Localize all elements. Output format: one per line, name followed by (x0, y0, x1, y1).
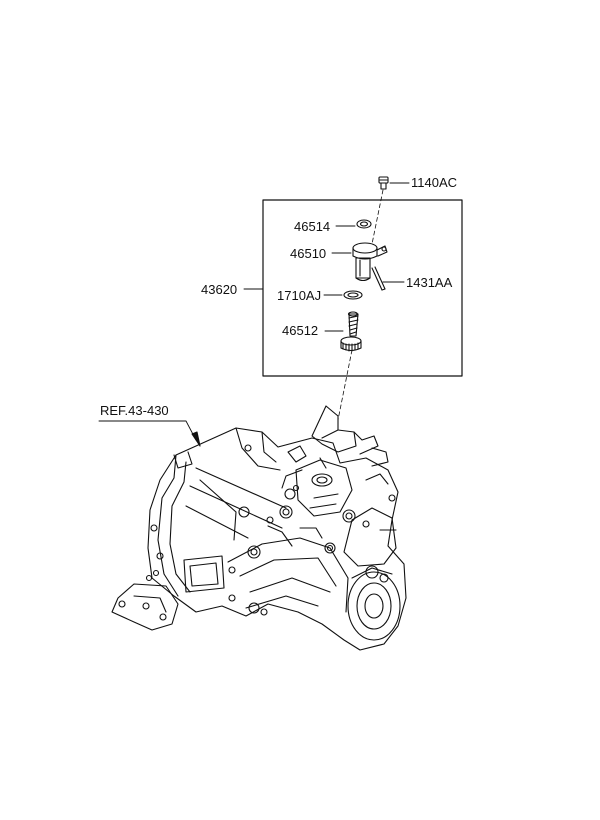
assembly-box-43620 (262, 199, 463, 377)
callout-46510: 46510 (290, 246, 327, 261)
driven-gear-46512 (340, 311, 362, 352)
transaxle-assembly (111, 405, 407, 651)
callout-1140AC: 1140AC (411, 175, 458, 190)
bolt-1140AC (378, 176, 389, 190)
o-ring-46514 (356, 219, 372, 229)
callout-46514: 46514 (294, 219, 331, 234)
callout-reference: REF.43-430 (100, 403, 169, 418)
o-ring-1710AJ (343, 290, 363, 300)
callout-43620: 43620 (201, 282, 238, 297)
pin-1431AA (371, 266, 386, 291)
callout-1710AJ: 1710AJ (277, 288, 322, 303)
ref-arrow (191, 431, 201, 447)
leader-lines (98, 182, 410, 441)
callout-1431AA: 1431AA (406, 275, 453, 290)
sensor-body-46510 (352, 242, 388, 282)
assembly-axis (337, 189, 384, 421)
callout-46512: 46512 (282, 323, 319, 338)
